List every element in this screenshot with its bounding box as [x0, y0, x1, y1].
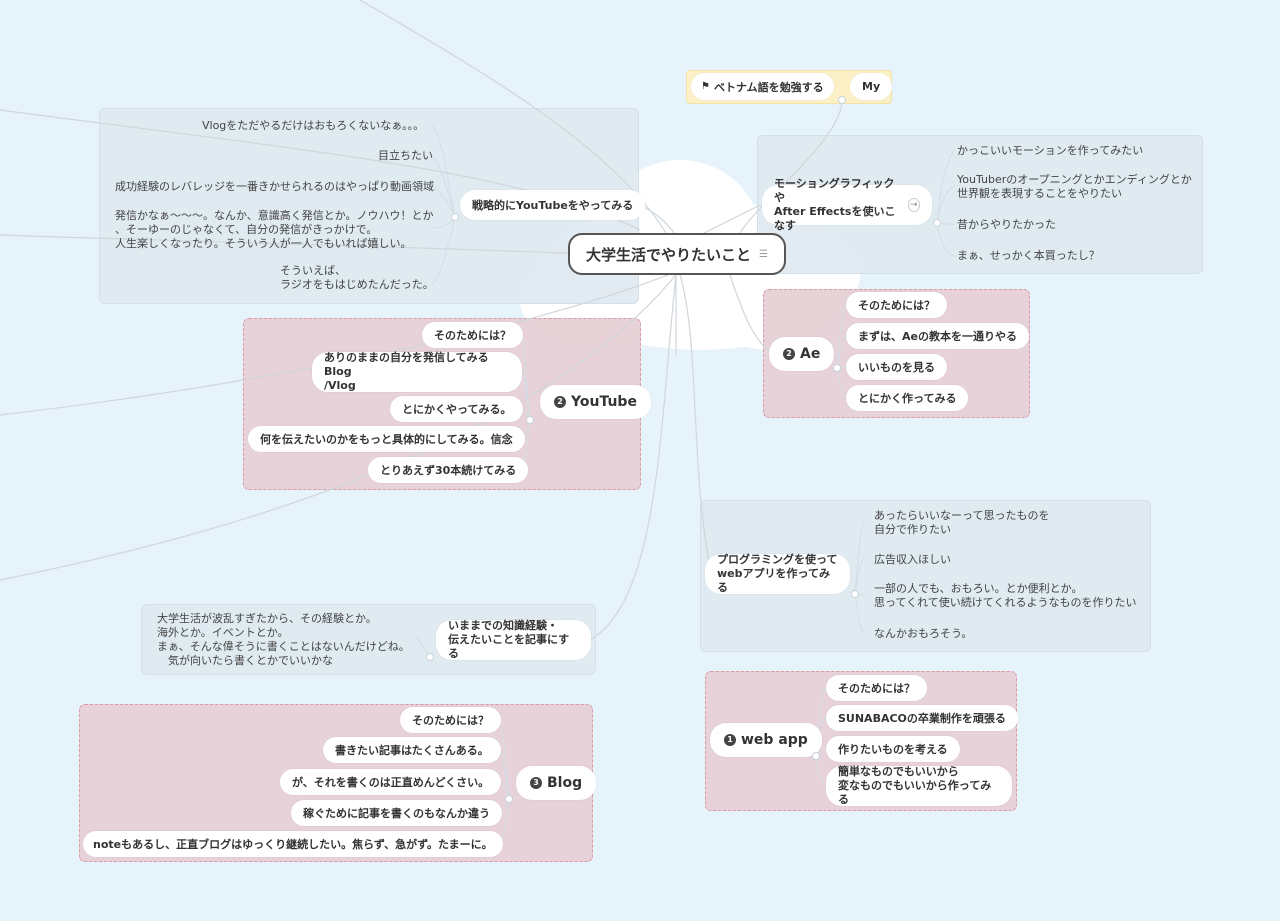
arrow-right-icon[interactable]: →: [907, 198, 920, 212]
flag-topic[interactable]: ⚑ ベトナム語を勉強する: [691, 73, 834, 100]
youtube-task-hub-label: YouTube: [571, 394, 637, 410]
youtube-strategy-item[interactable]: 発信かなぁ〜〜〜。なんか、意識高く発信とか。ノウハウ！とか 、そーゆーのじゃなく…: [115, 209, 434, 250]
collapse-dot[interactable]: [838, 96, 846, 104]
programming-item[interactable]: なんかおもろそう。: [874, 627, 973, 640]
blog-task-item[interactable]: 稼ぐために記事を書くのもなんか違う: [291, 800, 502, 826]
webapp-task-item[interactable]: そのためには？: [826, 675, 927, 701]
youtube-strategy-item[interactable]: Vlogをただやるだけはおもろくないなぁ。。。: [202, 119, 425, 132]
collapse-dot[interactable]: [933, 219, 941, 227]
blog-task-item-label: が、それを書くのは正直めんどくさい。: [292, 776, 490, 789]
collapse-dot[interactable]: [505, 795, 513, 803]
blog-task-hub-label: Blog: [547, 775, 583, 791]
webapp-task-item-label: SUNABACOの卒業制作を頑張る: [838, 712, 1006, 725]
collapse-dot[interactable]: [426, 653, 434, 661]
webapp-task-hub[interactable]: 1 web app: [710, 723, 822, 757]
youtube-strategy-hub[interactable]: 戦略的にYouTubeをやってみる: [460, 190, 646, 220]
youtube-strategy-hub-label: 戦略的にYouTubeをやってみる: [472, 199, 634, 212]
blog-task-item[interactable]: が、それを書くのは正直めんどくさい。: [280, 769, 502, 795]
webapp-task-item-label: そのためには？: [838, 682, 915, 695]
flag-icon: ⚑: [701, 81, 710, 92]
collapse-dot[interactable]: [526, 416, 534, 424]
article-item[interactable]: 大学生活が波乱すぎたから、その経験とか。 海外とか。イベントとか。 まぁ、そんな…: [157, 612, 410, 667]
priority-3-icon: 3: [530, 777, 542, 789]
motion-hub-label: モーショングラフィックや After Effectsを使いこなす: [774, 177, 896, 232]
youtube-task-item[interactable]: とりあえず30本続けてみる: [368, 457, 529, 483]
ae-task-item[interactable]: いいものを見る: [846, 354, 947, 380]
youtube-task-item-label: そのためには？: [434, 329, 511, 342]
ae-task-item[interactable]: とにかく作ってみる: [846, 385, 969, 411]
webapp-task-hub-label: web app: [741, 732, 808, 748]
collapse-dot[interactable]: [451, 213, 459, 221]
blog-task-hub[interactable]: 3 Blog: [516, 766, 597, 800]
programming-hub-label: プログラミングを使って webアプリを作ってみる: [717, 553, 838, 594]
blog-task-item-label: そのためには？: [412, 714, 489, 727]
central-topic[interactable]: 大学生活でやりたいこと ☰: [568, 233, 786, 275]
youtube-task-item-label: とりあえず30本続けてみる: [380, 464, 517, 477]
webapp-task-item[interactable]: 簡単なものでもいいから 変なものでもいいから作ってみる: [826, 765, 1012, 806]
youtube-task-item[interactable]: 何を伝えたいのかをもっと具体的にしてみる。信念: [248, 426, 525, 452]
flag-topic-label: ベトナム語を勉強する: [713, 80, 824, 94]
boundary-article: [141, 604, 596, 675]
motion-item[interactable]: かっこいいモーションを作ってみたい: [957, 144, 1144, 157]
webapp-task-item-label: 作りたいものを考える: [838, 743, 948, 756]
note-icon[interactable]: ☰: [759, 248, 768, 260]
ae-task-item-label: まずは、Aeの教本を一通りやる: [858, 330, 1017, 343]
boundary-programming: [700, 500, 1151, 652]
youtube-strategy-item[interactable]: そういえば、 ラジオをもはじめたんだった。: [280, 264, 434, 291]
ae-task-item-label: そのためには？: [858, 299, 935, 312]
priority-2-icon: 2: [554, 396, 566, 408]
programming-hub[interactable]: プログラミングを使って webアプリを作ってみる: [705, 553, 850, 594]
ae-task-item[interactable]: そのためには？: [846, 292, 947, 318]
ae-task-hub-label: Ae: [800, 346, 821, 362]
youtube-task-item-label: 何を伝えたいのかをもっと具体的にしてみる。信念: [260, 433, 513, 446]
youtube-task-item[interactable]: ありのままの自分を発信してみるBlog /Vlog: [312, 351, 522, 392]
priority-2-icon: 2: [783, 348, 795, 360]
webapp-task-item-label: 簡単なものでもいいから 変なものでもいいから作ってみる: [838, 765, 992, 806]
ae-task-item[interactable]: まずは、Aeの教本を一通りやる: [846, 323, 1029, 349]
flag-tag[interactable]: My: [850, 73, 893, 100]
collapse-dot[interactable]: [833, 364, 841, 372]
ae-task-item-label: いいものを見る: [858, 361, 935, 374]
youtube-task-item[interactable]: そのためには？: [422, 322, 523, 348]
motion-item[interactable]: まぁ、せっかく本買ったし？: [957, 249, 1100, 262]
blog-task-item[interactable]: そのためには？: [400, 707, 501, 733]
ae-task-hub[interactable]: 2 Ae: [769, 337, 835, 371]
youtube-strategy-item[interactable]: 目立ちたい: [378, 149, 433, 162]
blog-task-item[interactable]: 書きたい記事はたくさんある。: [323, 737, 501, 763]
motion-item[interactable]: 昔からやりたかった: [957, 218, 1056, 231]
webapp-task-item[interactable]: 作りたいものを考える: [826, 736, 960, 762]
youtube-task-hub[interactable]: 2 YouTube: [540, 385, 651, 419]
youtube-task-item-label: とにかくやってみる。: [402, 403, 512, 416]
priority-1-icon: 1: [724, 734, 736, 746]
central-topic-label: 大学生活でやりたいこと: [586, 245, 752, 264]
youtube-task-item[interactable]: とにかくやってみる。: [390, 396, 524, 422]
collapse-dot[interactable]: [851, 590, 859, 598]
webapp-task-item[interactable]: SUNABACOの卒業制作を頑張る: [826, 705, 1018, 731]
blog-task-item-label: 稼ぐために記事を書くのもなんか違う: [303, 807, 490, 820]
blog-task-item-label: 書きたい記事はたくさんある。: [335, 744, 489, 757]
article-hub[interactable]: いままでの知識経験・ 伝えたいことを記事にする: [436, 619, 591, 660]
flag-tag-label: My: [862, 80, 881, 93]
ae-task-item-label: とにかく作ってみる: [858, 392, 957, 405]
programming-item[interactable]: あったらいいなーって思ったものを 自分で作りたい: [874, 509, 1050, 536]
blog-task-item-label: noteもあるし、正直ブログはゆっくり継続したい。焦らず、急がず。たまーに。: [93, 838, 493, 851]
blog-task-item[interactable]: noteもあるし、正直ブログはゆっくり継続したい。焦らず、急がず。たまーに。: [83, 831, 503, 857]
motion-hub[interactable]: モーショングラフィックや After Effectsを使いこなす →: [762, 177, 932, 232]
collapse-dot[interactable]: [812, 752, 820, 760]
motion-item[interactable]: YouTuberのオープニングとかエンディングとか 世界観を表現することをやりた…: [957, 173, 1192, 200]
youtube-task-item-label: ありのままの自分を発信してみるBlog /Vlog: [324, 351, 489, 392]
programming-item[interactable]: 一部の人でも、おもろい。とか便利とか。 思ってくれて使い続けてくれるようなものを…: [874, 582, 1137, 609]
programming-item[interactable]: 広告収入ほしい: [874, 553, 951, 566]
article-hub-label: いままでの知識経験・ 伝えたいことを記事にする: [448, 619, 570, 660]
youtube-strategy-item[interactable]: 成功経験のレバレッジを一番きかせられるのはやっぱり動画領域: [115, 180, 434, 193]
